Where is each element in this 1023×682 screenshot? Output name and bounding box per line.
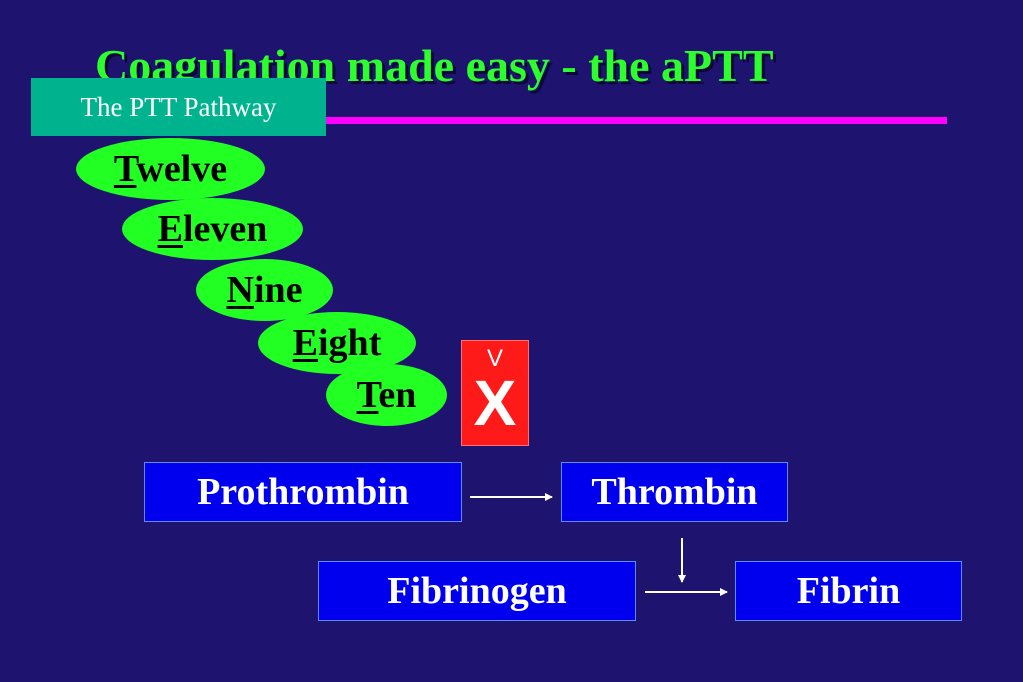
factor-nine-rest: ine bbox=[253, 269, 303, 311]
factor-twelve: Twelve bbox=[76, 138, 265, 200]
factor-twelve-rest: welve bbox=[136, 148, 228, 190]
factor-eleven-initial: E bbox=[157, 208, 183, 250]
title-underline bbox=[96, 117, 947, 124]
factor-eight-initial: E bbox=[292, 322, 318, 364]
prothrombin-box: Prothrombin bbox=[144, 462, 462, 522]
factor-eleven: Eleven bbox=[122, 198, 303, 260]
factor-x-box: V X bbox=[461, 340, 529, 446]
factor-eight-rest: ight bbox=[318, 322, 382, 364]
factor-nine: Nine bbox=[196, 259, 333, 321]
factor-twelve-initial: T bbox=[113, 148, 137, 190]
thrombin-box: Thrombin bbox=[561, 462, 788, 522]
factor-nine-initial: N bbox=[226, 269, 254, 311]
factor-eleven-rest: leven bbox=[182, 208, 268, 250]
factor-eight: Eight bbox=[258, 312, 416, 374]
factor-ten-rest: en bbox=[378, 374, 417, 416]
fibrin-box: Fibrin bbox=[735, 561, 962, 621]
ptt-pathway-badge: The PTT Pathway bbox=[31, 78, 326, 136]
factor-x-letter: X bbox=[473, 367, 517, 439]
factor-x-v-mark: V bbox=[486, 345, 503, 372]
factor-ten-initial: T bbox=[356, 374, 379, 416]
fibrinogen-box: Fibrinogen bbox=[318, 561, 636, 621]
factor-ten: Ten bbox=[326, 364, 447, 426]
